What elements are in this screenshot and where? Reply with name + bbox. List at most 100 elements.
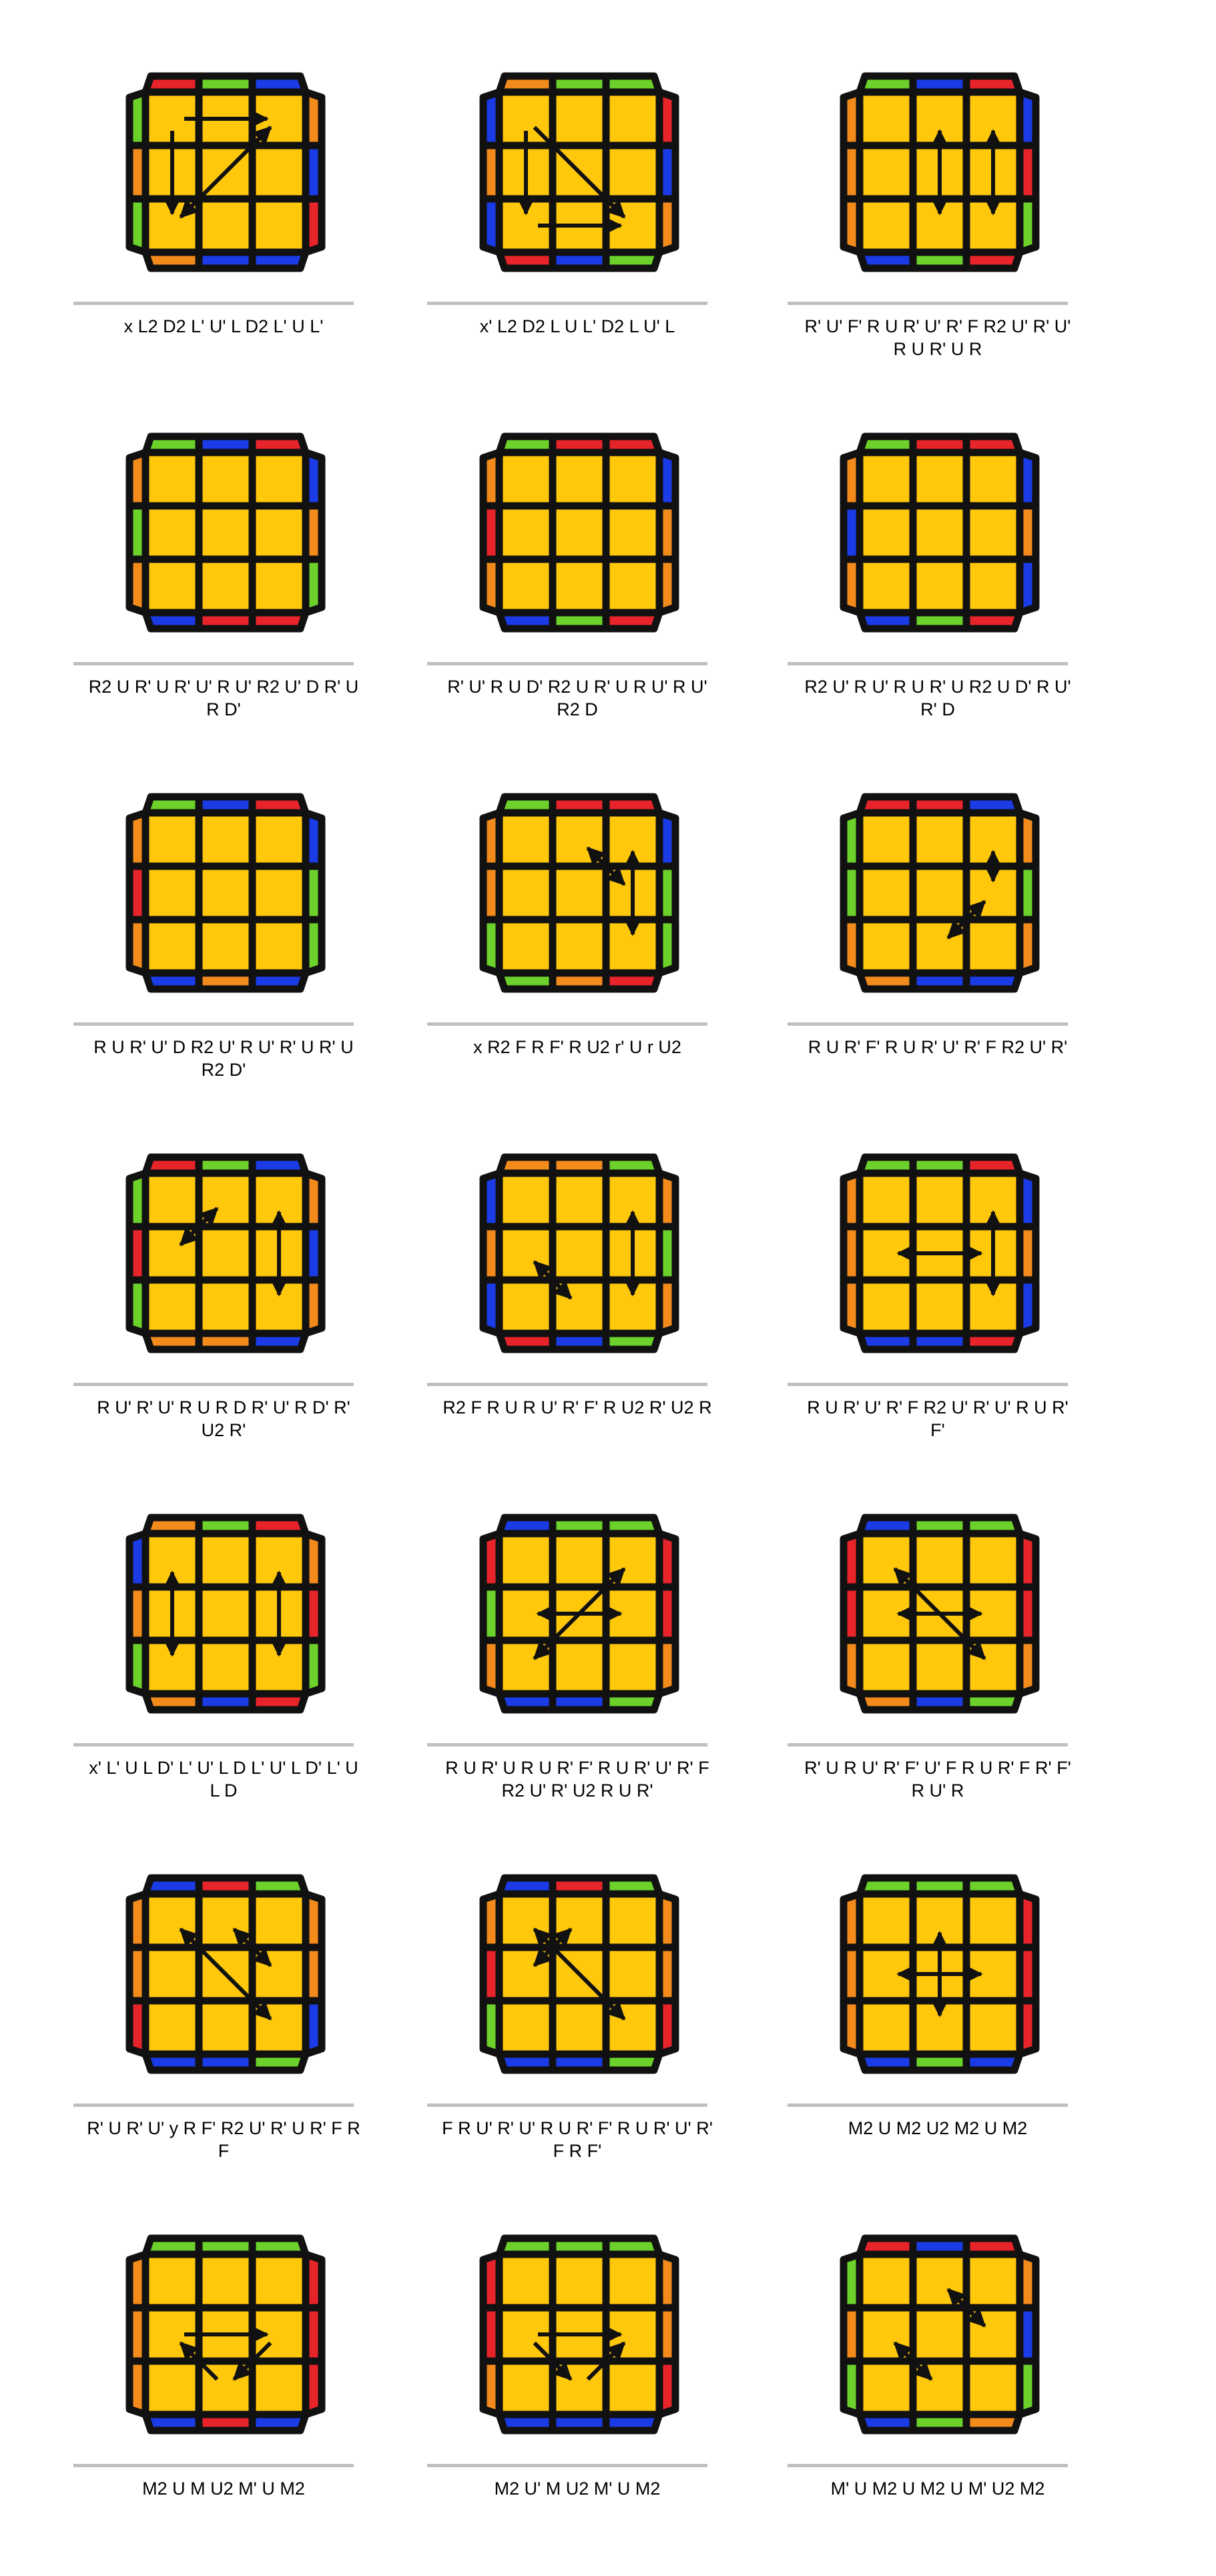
face-sticker <box>962 502 1024 563</box>
face-sticker <box>141 862 203 924</box>
algorithm-label: R U R' U' D R2 U' R U' R' U R' U R2 D' <box>93 1037 354 1080</box>
face-sticker <box>909 809 970 870</box>
cube-diagram <box>479 2234 679 2435</box>
face-sticker <box>856 1276 917 1337</box>
face-sticker <box>141 448 203 510</box>
face-sticker <box>549 502 610 563</box>
divider-line <box>73 1383 354 1386</box>
divider-line <box>788 1022 1068 1026</box>
pll-case: R' U R U' R' F' U' F R U R' F R' F' R U'… <box>761 1495 1121 1855</box>
algorithm-label: F R U' R' U' R U R' F' R U R' U' R' F R … <box>442 2118 713 2161</box>
face-sticker <box>248 1890 310 1951</box>
face-sticker <box>195 2250 256 2312</box>
divider-line <box>788 662 1068 665</box>
swap-arrow <box>533 125 626 219</box>
face-sticker <box>602 502 663 563</box>
algorithm-label: x' L' U L D' L' U' L D L' U' L D' L' U L… <box>89 1758 358 1801</box>
face-sticker <box>195 555 256 617</box>
face-sticker <box>141 1169 203 1231</box>
face-sticker <box>495 916 557 977</box>
face-sticker <box>495 1997 557 2058</box>
pll-case: x L2 D2 L' U' L D2 L' U L' <box>47 53 407 414</box>
face-sticker <box>248 555 310 617</box>
divider-line <box>73 2464 354 2467</box>
face-sticker <box>495 1530 557 1591</box>
algorithm-label: M' U M2 U M2 U M' U2 M2 <box>830 2479 1045 2499</box>
divider-line <box>427 1743 707 1746</box>
swap-arrow <box>179 1927 272 2021</box>
face-sticker <box>495 2250 557 2312</box>
face-sticker <box>141 2357 203 2419</box>
algorithm-label: M2 U' M U2 M' U M2 <box>494 2479 661 2499</box>
face-sticker <box>962 1530 1024 1591</box>
algorithm-label: R2 F R U R U' R' F' R U2 R' U2 R <box>442 1397 712 1417</box>
pll-case: R U R' U R U R' F' R U R' U' R' F R2 U' … <box>400 1495 761 1855</box>
face-sticker <box>856 862 917 924</box>
face-sticker <box>962 448 1024 510</box>
face-sticker <box>495 555 557 617</box>
face-sticker <box>549 1223 610 1284</box>
divider-line <box>788 2464 1068 2467</box>
face-sticker <box>141 1276 203 1337</box>
face-sticker <box>141 502 203 563</box>
face-sticker <box>549 1636 610 1698</box>
face-sticker <box>602 2250 663 2312</box>
swap-arrow <box>893 2341 933 2381</box>
face-sticker <box>248 2357 310 2419</box>
face-sticker <box>495 1169 557 1231</box>
face-sticker <box>856 555 917 617</box>
cube-diagram <box>125 2234 326 2435</box>
face-sticker <box>856 1997 917 2058</box>
swap-arrow <box>232 2341 272 2381</box>
algorithm-label: M2 U M U2 M' U M2 <box>142 2479 305 2499</box>
pll-case: F R U' R' U' R U R' F' R U R' U' R' F R … <box>400 1855 761 2216</box>
pll-case: M2 U M U2 M' U M2 <box>47 2216 407 2576</box>
algorithm-label: R U R' F' R U R' U' R' F R2 U' R' <box>808 1037 1068 1057</box>
face-sticker <box>962 2357 1024 2419</box>
swap-arrow <box>179 2341 219 2381</box>
cube-diagram <box>840 72 1040 272</box>
face-sticker <box>495 862 557 924</box>
cube-diagram <box>125 72 326 272</box>
pll-case: R' U' R U D' R2 U R' U R U' R U' R2 D <box>400 414 761 774</box>
face-sticker <box>141 2250 203 2312</box>
face-sticker <box>909 2304 970 2365</box>
cube-diagram <box>479 793 679 993</box>
face-sticker <box>856 916 917 977</box>
algorithm-label: R' U R U' R' F' U' F R U R' F R' F' R U'… <box>804 1758 1071 1801</box>
cube-diagram <box>479 72 679 272</box>
algorithm-label: R2 U R' U R' U' R U' R2 U' D R' U R D' <box>88 677 359 719</box>
divider-line <box>73 1022 354 1026</box>
face-sticker <box>856 448 917 510</box>
face-sticker <box>195 1223 256 1284</box>
pll-case: R2 U R' U R' U' R U' R2 U' D R' U R D' <box>47 414 407 774</box>
cube-diagram <box>479 432 679 633</box>
swap-arrow <box>533 2341 573 2381</box>
cube-diagram <box>125 1514 326 1714</box>
face-sticker <box>141 555 203 617</box>
face-sticker <box>962 555 1024 617</box>
face-sticker <box>856 141 917 203</box>
algorithm-label: R2 U' R U' R U R' U R2 U D' R U' R' D <box>804 677 1071 719</box>
face-sticker <box>248 141 310 203</box>
face-sticker <box>549 916 610 977</box>
face-sticker <box>602 88 663 149</box>
face-sticker <box>602 1997 663 2058</box>
pll-case: R2 F R U R U' R' F' R U2 R' U2 R <box>400 1135 761 1495</box>
face-sticker <box>549 1169 610 1231</box>
face-sticker <box>248 809 310 870</box>
face-sticker <box>962 916 1024 977</box>
swap-arrow <box>533 1260 573 1300</box>
cube-diagram <box>840 1874 1040 2074</box>
face-sticker <box>856 195 917 256</box>
face-sticker <box>962 1997 1024 2058</box>
face-sticker <box>909 1169 970 1231</box>
algorithm-label: x' L2 D2 L U L' D2 L U' L <box>479 316 675 336</box>
face-sticker <box>602 2357 663 2419</box>
face-sticker <box>549 448 610 510</box>
face-sticker <box>549 1997 610 2058</box>
face-sticker <box>141 1997 203 2058</box>
pll-case: M' U M2 U M2 U M' U2 M2 <box>761 2216 1121 2576</box>
swap-arrow <box>533 1567 626 1660</box>
